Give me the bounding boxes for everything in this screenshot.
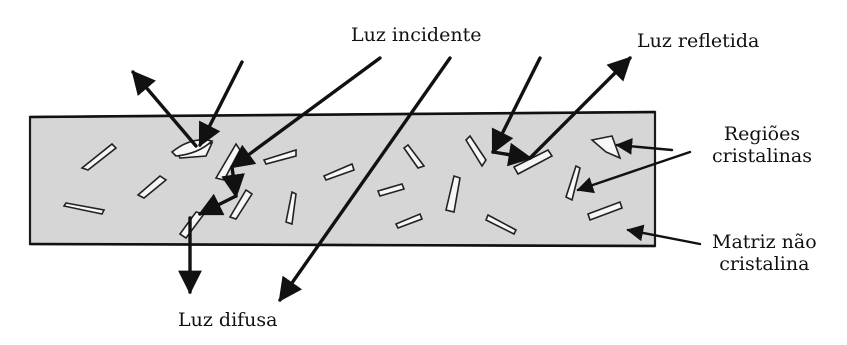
label-incident-light: Luz incidente — [351, 25, 481, 47]
label-crystalline-regions: Regiões cristalinas — [712, 124, 812, 168]
label-matrix-line1: Matriz não — [712, 232, 817, 254]
non-crystalline-matrix-slab — [30, 112, 655, 246]
label-matrix-line2: cristalina — [712, 254, 817, 276]
label-reflected-light: Luz refletida — [637, 31, 759, 53]
label-crystalline-line1: Regiões — [712, 124, 812, 146]
label-crystalline-line2: cristalinas — [712, 146, 812, 168]
label-diffuse-light: Luz difusa — [178, 310, 278, 332]
label-non-crystalline-matrix: Matriz não cristalina — [712, 232, 817, 276]
